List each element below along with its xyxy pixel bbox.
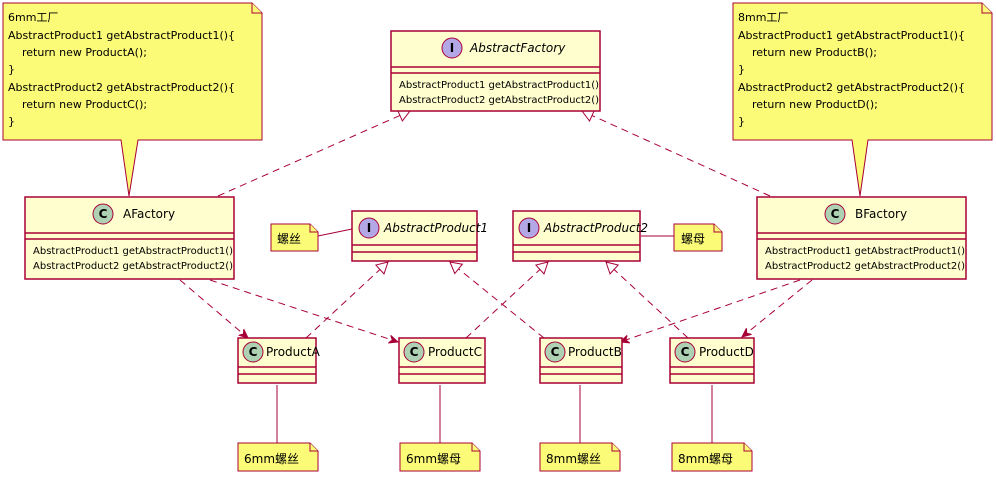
note-factory-a: 6mm工厂 AbstractProduct1 getAbstractProduc… [2, 2, 263, 197]
class-abstract-product2[interactable]: I AbstractProduct2 [512, 210, 648, 262]
class-name: AFactory [123, 207, 175, 221]
class-icon [824, 203, 846, 225]
note-title: 6mm工厂 [8, 11, 58, 24]
class-product-a[interactable]: C ProductA [237, 337, 321, 384]
stereotype-letter: I [367, 221, 371, 235]
note-line: AbstractProduct1 getAbstractProduct1(){ [8, 29, 235, 42]
note-abstract-product2: 螺母 [673, 223, 723, 252]
note-line: return new ProductA(); [8, 46, 147, 59]
class-product-c[interactable]: C ProductC [398, 337, 486, 384]
note-text: 螺丝 [277, 232, 301, 246]
class-abstract-product1[interactable]: I AbstractProduct1 [351, 210, 488, 262]
class-b-factory[interactable]: C BFactory AbstractProduct1 getAbstractP… [756, 196, 967, 280]
note-text: 8mm螺母 [678, 452, 733, 466]
relationships [179, 109, 813, 443]
note-line: AbstractProduct2 getAbstractProduct2(){ [738, 81, 965, 94]
stereotype-letter: C [99, 207, 108, 221]
note-product-a: 6mm螺丝 [237, 442, 319, 472]
class-icon [403, 341, 425, 363]
afactory-depends-productc [209, 279, 398, 342]
class-product-d[interactable]: C ProductD [669, 337, 755, 384]
note-text: 螺母 [681, 232, 705, 246]
method: AbstractProduct2 getAbstractProduct2() [765, 261, 965, 272]
note-line: return new ProductB(); [738, 46, 877, 59]
note-line: return new ProductD(); [738, 98, 878, 111]
method: AbstractProduct1 getAbstractProduct1() [399, 80, 599, 91]
class-name: AbstractProduct1 [383, 221, 488, 235]
note-connector-abstractproduct1 [317, 228, 353, 237]
note-factory-b: 8mm工厂 AbstractProduct1 getAbstractProduc… [732, 2, 993, 197]
bfactory-depends-productb [620, 279, 801, 342]
class-name: AbstractFactory [469, 41, 566, 55]
note-line: } [8, 115, 15, 128]
note-line: } [738, 63, 745, 76]
interface-icon [358, 217, 380, 239]
interface-icon [518, 217, 540, 239]
stereotype-letter: C [831, 207, 840, 221]
note-title: 8mm工厂 [738, 11, 788, 24]
note-text: 8mm螺丝 [546, 452, 601, 466]
stereotype-letter: I [450, 41, 454, 55]
class-product-b[interactable]: C ProductB [539, 337, 623, 384]
note-text: 6mm螺丝 [244, 452, 299, 466]
class-name: ProductA [266, 345, 321, 359]
productb-realizes-abstractproduct1 [449, 261, 545, 339]
afactory-realizes-abstractfactory [217, 109, 411, 197]
productc-realizes-abstractproduct2 [465, 261, 549, 339]
note-line: AbstractProduct1 getAbstractProduct1(){ [738, 29, 965, 42]
class-icon [544, 341, 566, 363]
class-name: ProductD [699, 345, 754, 359]
class-name: BFactory [855, 207, 907, 221]
note-line: } [738, 115, 745, 128]
class-name: ProductB [568, 345, 622, 359]
stereotype-letter: C [410, 345, 419, 359]
class-icon [242, 341, 264, 363]
class-name: ProductC [428, 345, 482, 359]
note-product-d: 8mm螺母 [671, 442, 753, 472]
class-icon [674, 341, 696, 363]
note-product-c: 6mm螺母 [399, 442, 481, 472]
note-line: return new ProductC(); [8, 98, 147, 111]
class-name: AbstractProduct2 [543, 221, 648, 235]
stereotype-letter: C [551, 345, 560, 359]
class-icon [92, 203, 114, 225]
interface-icon [441, 37, 463, 59]
class-a-factory[interactable]: C AFactory AbstractProduct1 getAbstractP… [24, 196, 235, 280]
note-product-b: 8mm螺丝 [539, 442, 621, 472]
note-abstract-product1: 螺丝 [270, 223, 319, 252]
method: AbstractProduct2 getAbstractProduct2() [33, 261, 233, 272]
method: AbstractProduct1 getAbstractProduct1() [765, 246, 965, 257]
method: AbstractProduct1 getAbstractProduct1() [33, 246, 233, 257]
note-line: AbstractProduct2 getAbstractProduct2(){ [8, 81, 235, 94]
stereotype-letter: C [249, 345, 258, 359]
producta-realizes-abstractproduct1 [305, 261, 389, 339]
bfactory-depends-productd [742, 279, 813, 337]
method: AbstractProduct2 getAbstractProduct2() [399, 95, 599, 106]
note-line: } [8, 63, 15, 76]
class-abstract-factory[interactable]: I AbstractFactory AbstractProduct1 getAb… [390, 30, 601, 112]
stereotype-letter: I [527, 221, 531, 235]
stereotype-letter: C [681, 345, 690, 359]
productd-realizes-abstractproduct2 [605, 261, 689, 339]
afactory-depends-producta [179, 279, 248, 338]
bfactory-realizes-abstractfactory [581, 109, 771, 197]
note-text: 6mm螺母 [406, 452, 461, 466]
